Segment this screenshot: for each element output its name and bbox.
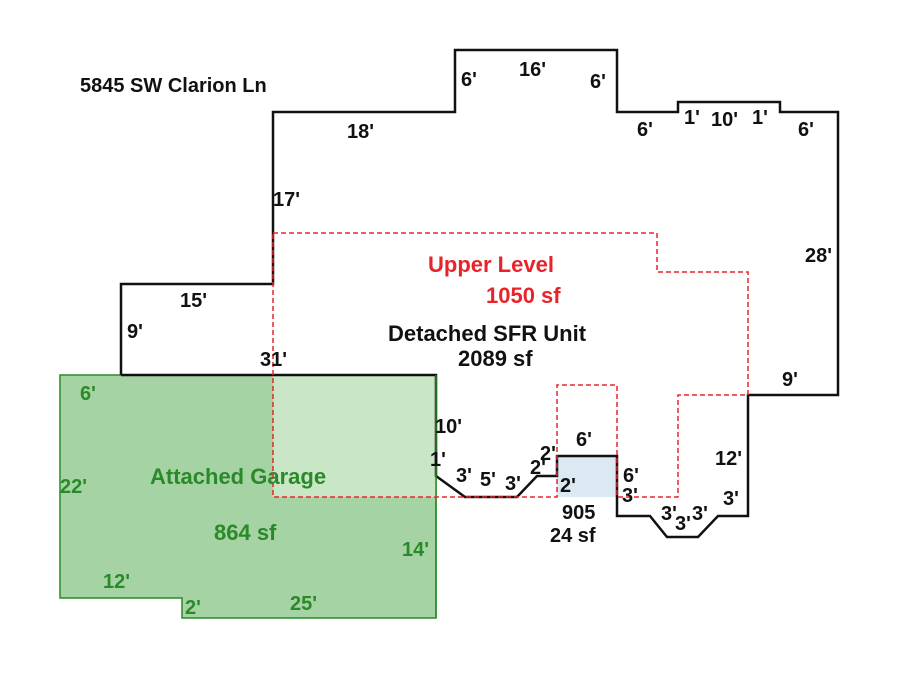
dim-label: 3' <box>661 503 677 525</box>
dim-label: 1' <box>752 107 768 129</box>
dim-label: 1' <box>430 449 446 471</box>
dim-label: 3' <box>723 488 739 510</box>
dim-label: 3' <box>692 503 708 525</box>
dim-label: 10' <box>711 109 738 131</box>
dim-label: 3' <box>505 473 521 495</box>
porch-label: 905 <box>562 502 595 524</box>
garage-upper-overlap <box>273 375 436 497</box>
garage-dim-label: 12' <box>103 571 130 593</box>
dim-label: 6' <box>576 429 592 451</box>
garage-dim-label: 2' <box>185 597 201 619</box>
dim-label: 6' <box>461 69 477 91</box>
garage-dim-label: 14' <box>402 539 429 561</box>
dim-label: 5' <box>480 469 496 491</box>
porch-area <box>557 456 617 497</box>
dim-label: 2' <box>560 475 576 497</box>
dim-label: 6' <box>623 465 639 487</box>
main-outline <box>119 48 840 539</box>
dim-label: 3' <box>675 513 691 535</box>
dim-label: 6' <box>798 119 814 141</box>
dim-label: 31' <box>260 349 287 371</box>
dim-label: 15' <box>180 290 207 312</box>
garage-dim-label: 22' <box>60 476 87 498</box>
upper-level-outline <box>272 232 749 498</box>
garage-dim-label: 6' <box>80 383 96 405</box>
garage-dim-label: 25' <box>290 593 317 615</box>
dim-label: 10' <box>435 416 462 438</box>
porch-size: 24 sf <box>550 525 596 547</box>
address-label: 5845 SW Clarion Ln <box>80 75 267 97</box>
dim-label: 17' <box>273 189 300 211</box>
dim-label: 9' <box>127 321 143 343</box>
dim-label: 18' <box>347 121 374 143</box>
dim-label: 1' <box>684 107 700 129</box>
dim-label: 12' <box>715 448 742 470</box>
upper-level-size: 1050 sf <box>486 283 561 308</box>
dim-label: 2' <box>540 443 556 465</box>
dim-label: 3' <box>456 465 472 487</box>
dim-label: 28' <box>805 245 832 267</box>
garage-label: Attached Garage <box>150 464 326 489</box>
sfr-size: 2089 sf <box>458 346 533 371</box>
upper-level-label: Upper Level <box>428 252 554 277</box>
garage-dimension-labels: 6' 22' 14' 12' 2' 25' <box>60 383 429 619</box>
dim-label: 2' <box>530 457 546 479</box>
dim-label: 3' <box>622 485 638 507</box>
dimension-labels: 6' 16' 6' 18' 6' 1' 10' 1' 6' 17' 28' 15… <box>127 59 832 535</box>
dim-label: 6' <box>590 71 606 93</box>
sfr-label: Detached SFR Unit <box>388 321 587 346</box>
dim-label: 16' <box>519 59 546 81</box>
garage-size: 864 sf <box>214 520 277 545</box>
dim-label: 9' <box>782 369 798 391</box>
dim-label: 6' <box>637 119 653 141</box>
